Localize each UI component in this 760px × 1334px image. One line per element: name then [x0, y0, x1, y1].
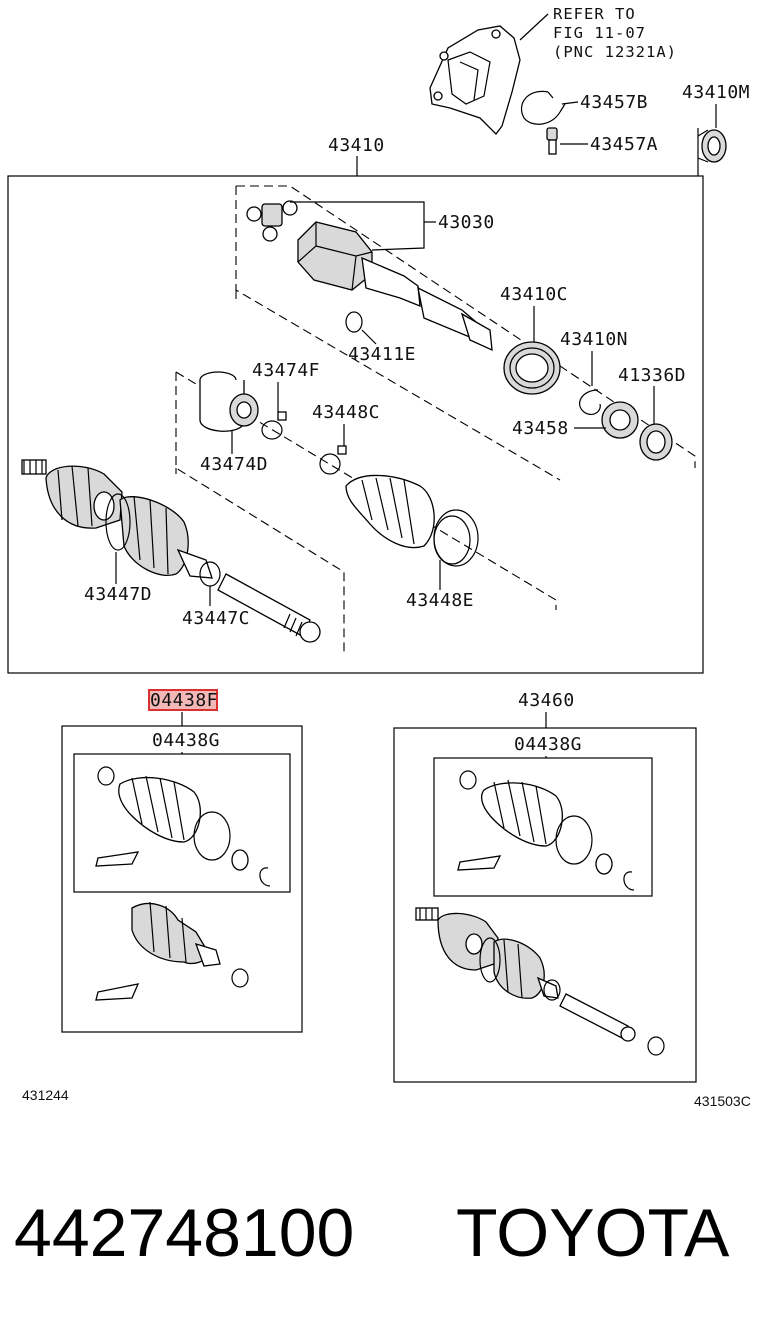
label-04438G-right[interactable]: 04438G [514, 734, 582, 755]
clamp-43448E[interactable] [433, 509, 479, 567]
snap-ring-43410N[interactable] [579, 389, 601, 416]
label-43460[interactable]: 43460 [518, 690, 575, 711]
refer-to-line1: REFER TO [553, 5, 636, 23]
inner-joint-boot[interactable] [345, 474, 435, 549]
center-bearing-43474D[interactable] [199, 371, 259, 432]
part-number: 442748100 [14, 1195, 354, 1271]
drive-shaft-43460-box [393, 727, 697, 1083]
code-right: 431503C [694, 1093, 751, 1109]
clamp-43448C[interactable] [319, 445, 347, 475]
boot-kit-04438G-left-box [73, 753, 291, 893]
drive-shaft-assembly-43410-box [7, 175, 704, 674]
transmission-case-reference-drawing [429, 13, 549, 135]
boot-kit-04438F-box [61, 725, 303, 1033]
label-43457B[interactable]: 43457B [580, 92, 648, 113]
label-43447D[interactable]: 43447D [84, 584, 152, 605]
code-left: 431244 [22, 1087, 69, 1103]
seal-41336D[interactable] [639, 423, 673, 461]
refer-to-line3: (PNC 12321A) [553, 43, 677, 61]
oil-seal-43410M[interactable] [697, 129, 727, 163]
label-43410[interactable]: 43410 [328, 135, 385, 156]
brand-name: TOYOTA [456, 1195, 730, 1271]
bearing-43410C[interactable] [503, 341, 561, 395]
label-43458[interactable]: 43458 [512, 418, 569, 439]
inner-joint-housing[interactable] [297, 221, 493, 352]
drive-shaft-43460-drawing [415, 907, 665, 1056]
refer-to-line2: FIG 11-07 [553, 24, 646, 42]
plug-43457A[interactable] [546, 127, 558, 155]
label-43410C[interactable]: 43410C [500, 284, 568, 305]
label-43448C[interactable]: 43448C [312, 402, 380, 423]
boot-kit-left-contents [95, 766, 271, 1001]
bearing-43458[interactable] [601, 401, 639, 439]
label-04438G-left[interactable]: 04438G [152, 730, 220, 751]
snap-ring-43457B[interactable] [520, 90, 566, 125]
tripod-joint-43030[interactable] [246, 200, 298, 242]
label-43030[interactable]: 43030 [438, 212, 495, 233]
highlight-04438F [148, 689, 218, 711]
label-43448E[interactable]: 43448E [406, 590, 474, 611]
drive-shaft[interactable] [217, 573, 321, 643]
boot-kit-04438G-right-box [433, 757, 653, 897]
label-43411E[interactable]: 43411E [348, 344, 416, 365]
label-43447C[interactable]: 43447C [182, 608, 250, 629]
boot-kit-right-contents [457, 770, 635, 891]
clamp-43474F[interactable] [261, 411, 287, 440]
label-04438F[interactable]: 04438F [150, 690, 218, 711]
label-43410N[interactable]: 43410N [560, 329, 628, 350]
label-43474F[interactable]: 43474F [252, 360, 320, 381]
snap-ring-43411E[interactable] [345, 311, 363, 333]
label-43474D[interactable]: 43474D [200, 454, 268, 475]
label-41336D[interactable]: 41336D [618, 365, 686, 386]
label-43457A[interactable]: 43457A [590, 134, 658, 155]
label-43410M[interactable]: 43410M [682, 82, 750, 103]
outer-joint-43447D[interactable] [21, 459, 213, 579]
